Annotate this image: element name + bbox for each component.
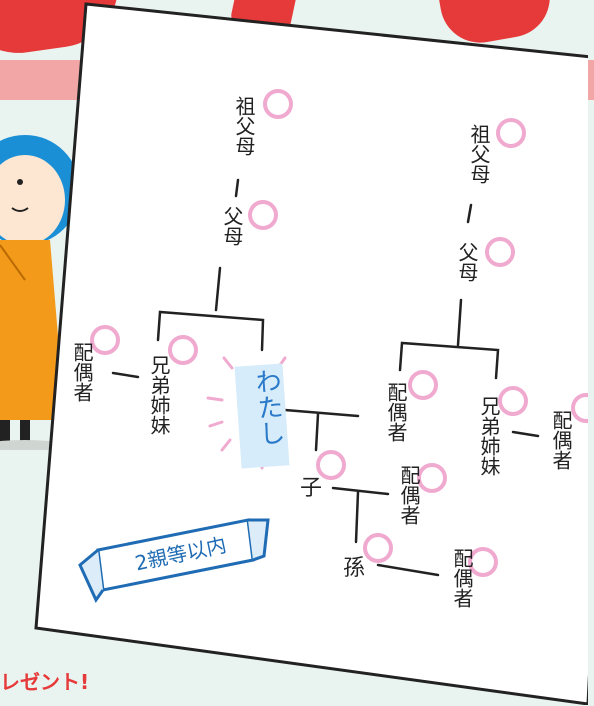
label-left-parents: 父母 (220, 206, 244, 246)
label-right-siblings-spouse: 配偶者 (549, 410, 573, 470)
label-child-spouse: 配偶者 (397, 465, 421, 525)
label-right-siblings: 兄弟姉妹 (477, 396, 501, 476)
bottom-banner-text: レゼント! (0, 670, 90, 694)
label-grandchild-spouse: 配偶者 (450, 548, 474, 608)
label-left-siblings: 兄弟姉妹 (147, 355, 171, 435)
label-right-spouse: 配偶者 (384, 382, 408, 442)
ribbon-banner (78, 518, 270, 604)
label-me: わたし (250, 367, 286, 447)
label-left-spouse: 配偶者 (70, 342, 94, 402)
label-right-grandparents: 祖父母 (467, 124, 491, 184)
paper-background (34, 2, 588, 705)
label-child: 子 (300, 476, 323, 501)
family-tree-card: 祖父母 父母 祖父母 父母 配偶者 兄弟姉妹 わたし 配偶者 兄弟姉妹 配偶者 … (28, 0, 588, 705)
label-right-parents: 父母 (455, 242, 479, 282)
label-left-grandparents: 祖父母 (232, 96, 256, 156)
tree-lines (111, 178, 540, 577)
relation-circles (90, 89, 588, 577)
label-grandchild: 孫 (343, 556, 366, 581)
